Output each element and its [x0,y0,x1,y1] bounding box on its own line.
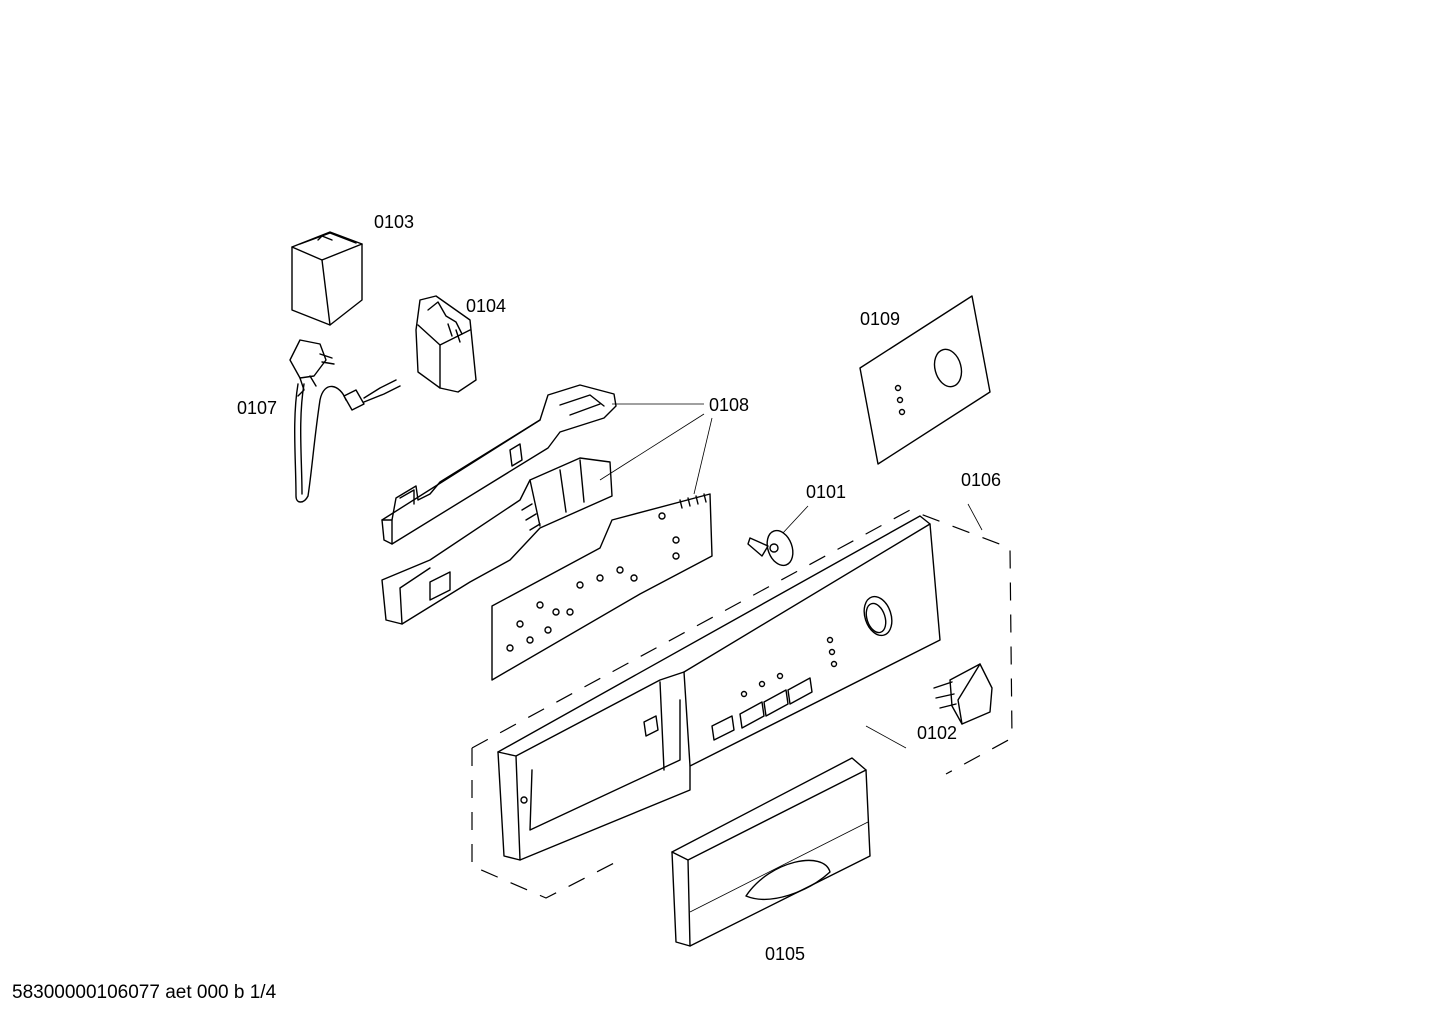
part-0109-overlay-foil [859,295,991,465]
part-0102-selector-knob [865,663,993,749]
label-0107: 0107 [237,398,278,418]
part-0108-pcb [491,493,713,681]
part-0104-filter [415,295,477,393]
label-0108: 0108 [709,395,750,415]
label-0104: 0104 [466,296,507,316]
part-0105-control-panel [497,515,941,861]
label-0102: 0102 [917,723,958,743]
label-0101: 0101 [806,482,847,502]
label-0106: 0106 [961,470,1002,490]
part-0103-cover [291,231,363,326]
part-0108-rail-middle [381,457,613,625]
part-0105-drawer-handle [671,757,871,947]
document-code: 58300000106077 aet 000 b 1/4 [12,982,277,1003]
leader-0108 [599,403,713,495]
assembly-0106-boundary [471,503,1013,899]
part-0101-knob-axle [747,505,809,567]
label-0103: 0103 [374,212,415,232]
part-0108-rail-upper [381,384,617,545]
label-0105: 0105 [765,944,806,964]
label-0109: 0109 [860,309,901,329]
part-0107-power-cord [289,339,401,503]
